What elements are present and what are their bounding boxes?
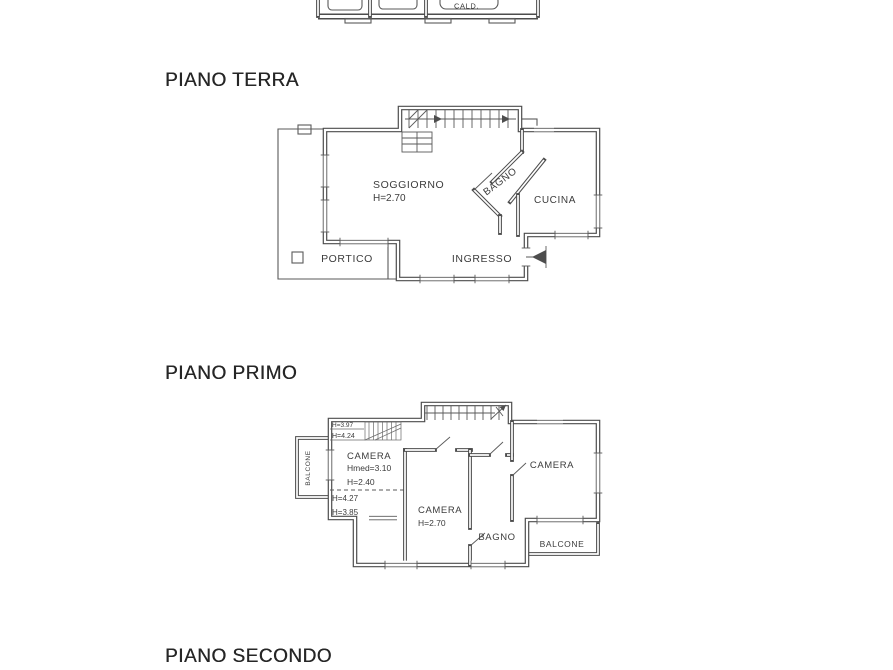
cald-room-label: CALD. <box>454 2 479 11</box>
upper-plan-fixtures <box>327 0 499 11</box>
camera-east-label: CAMERA <box>530 460 574 471</box>
note-h424-label: H=4.24 <box>332 433 355 440</box>
exterior-walls <box>327 401 601 568</box>
exterior-walls <box>322 105 601 282</box>
upper-plan-walls <box>316 0 540 20</box>
entry-door <box>521 246 547 268</box>
soggiorno-label: SOGGIORNO <box>373 179 444 191</box>
door-leaf <box>434 436 451 451</box>
staircase <box>425 404 507 420</box>
cucina-label: CUCINA <box>534 195 576 206</box>
camera-nw-label: CAMERA <box>347 451 391 462</box>
piano-primo-heading: PIANO PRIMO <box>165 363 298 384</box>
door-leaf <box>511 462 527 477</box>
bagno-door-leaf <box>473 172 493 191</box>
balcone-left-label: BALCONE <box>305 450 312 485</box>
note-h427-label: H=4.27 <box>332 494 359 503</box>
camera-center-h-label: H=2.70 <box>418 518 446 528</box>
upper-floor-partial-plan: CALD. <box>316 0 540 24</box>
bagno-walls <box>471 128 547 237</box>
piano-terra-heading: PIANO TERRA <box>165 70 299 91</box>
portico-outline <box>277 124 398 280</box>
windows <box>325 417 603 570</box>
attic-stair-hatch <box>330 421 402 441</box>
windows <box>320 125 603 284</box>
first-floor-plan: H=3.97 H=4.24 CAMERA Hmed=3.10 H=2.40 H=… <box>295 401 603 570</box>
door-leaf <box>469 532 486 547</box>
ground-floor-plan: SOGGIORNO H=2.70 BAGNO CUCINA INGRESSO P… <box>277 105 603 284</box>
note-h385-label: H=3.85 <box>332 508 359 517</box>
piano-secondo-heading: PIANO SECONDO <box>165 646 332 667</box>
balcone-left-outline <box>295 436 332 499</box>
understair-closet <box>401 131 433 153</box>
portico-pillar <box>291 251 304 264</box>
staircase <box>405 109 516 129</box>
ingresso-label: INGRESSO <box>452 253 512 265</box>
balcone-se-label: BALCONE <box>540 539 585 549</box>
soggiorno-height-label: H=2.70 <box>373 193 406 204</box>
camera-nw-hmed-label: Hmed=3.10 <box>347 463 391 473</box>
note-h397-label: H=3.97 <box>332 422 354 429</box>
door-leaf <box>488 441 504 456</box>
upper-plan-window-sills <box>344 17 516 24</box>
interior-walls <box>403 420 527 567</box>
bagno-label: BAGNO <box>478 532 515 543</box>
camera-nw-h-label: H=2.40 <box>347 477 375 487</box>
portico-label: PORTICO <box>321 253 373 265</box>
camera-center-label: CAMERA <box>418 505 462 516</box>
